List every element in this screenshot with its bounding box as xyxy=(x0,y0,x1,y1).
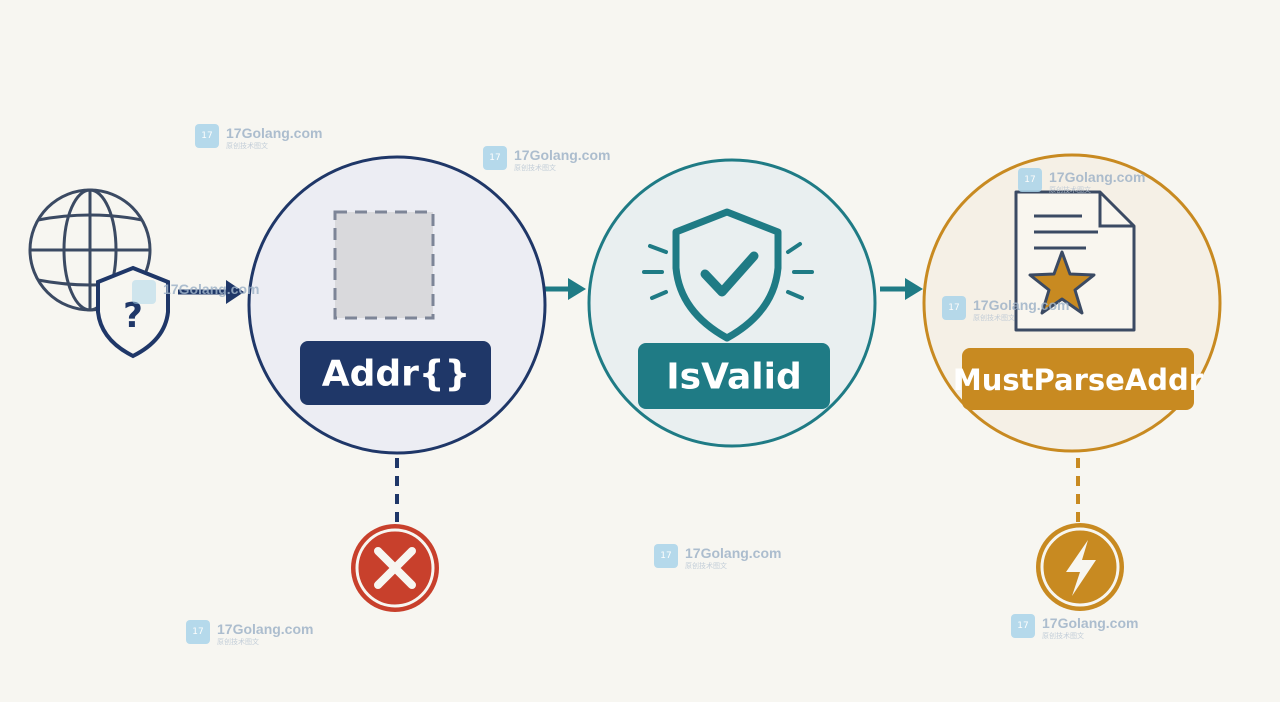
svg-text:?: ? xyxy=(123,296,143,336)
shield-check-icon xyxy=(642,208,814,342)
arrow-3 xyxy=(880,278,923,300)
svg-text:原创技术图文: 原创技术图文 xyxy=(973,313,1015,322)
arrow-2 xyxy=(543,278,586,300)
svg-text:17Golang.com: 17Golang.com xyxy=(514,147,610,163)
node-mustparseaddr-label-box xyxy=(962,348,1194,410)
svg-text:17Golang.com: 17Golang.com xyxy=(1042,615,1138,631)
question-shield-icon: ? xyxy=(96,265,170,359)
svg-text:17: 17 xyxy=(489,153,500,163)
node-isvalid-label-box xyxy=(638,343,830,409)
svg-text:17: 17 xyxy=(660,551,671,561)
svg-text:原创技术图文: 原创技术图文 xyxy=(1049,185,1091,194)
svg-text:17: 17 xyxy=(1017,621,1028,631)
watermark: 17 17Golang.com 原创技术图文 17 17Golang.com 原… xyxy=(132,124,1145,646)
svg-text:原创技术图文: 原创技术图文 xyxy=(217,637,259,646)
dashed-empty-square-icon xyxy=(333,210,435,320)
svg-text:17Golang.com: 17Golang.com xyxy=(217,621,313,637)
globe-icon xyxy=(28,188,152,312)
node-addr: Addr{} xyxy=(247,155,547,455)
svg-text:17: 17 xyxy=(192,627,203,637)
svg-text:17Golang.com: 17Golang.com xyxy=(163,281,259,297)
svg-text:17: 17 xyxy=(201,131,212,141)
svg-text:17Golang.com: 17Golang.com xyxy=(226,125,322,141)
node-mustparseaddr: MustParseAddr xyxy=(922,153,1222,453)
svg-text:原创技术图文: 原创技术图文 xyxy=(1042,631,1084,640)
arrow-1 xyxy=(178,280,244,304)
node-mustparseaddr-label: MustParseAddr xyxy=(953,363,1204,397)
svg-text:原创技术图文: 原创技术图文 xyxy=(226,141,268,150)
svg-text:17: 17 xyxy=(1024,175,1035,185)
node-isvalid-label: IsValid xyxy=(666,357,801,398)
node-addr-label: Addr{} xyxy=(322,354,470,395)
svg-text:原创技术图文: 原创技术图文 xyxy=(685,561,727,570)
lightning-bolt-icon xyxy=(1036,523,1124,611)
x-circle-icon xyxy=(351,524,439,612)
node-addr-label-box xyxy=(300,341,491,405)
svg-text:17Golang.com: 17Golang.com xyxy=(1049,169,1145,185)
svg-text:原创技术图文: 原创技术图文 xyxy=(514,163,556,172)
node-isvalid: IsValid xyxy=(587,158,877,448)
svg-text:17Golang.com: 17Golang.com xyxy=(685,545,781,561)
svg-text:17Golang.com: 17Golang.com xyxy=(973,297,1069,313)
svg-text:17: 17 xyxy=(948,303,959,313)
document-star-icon xyxy=(1014,190,1136,332)
